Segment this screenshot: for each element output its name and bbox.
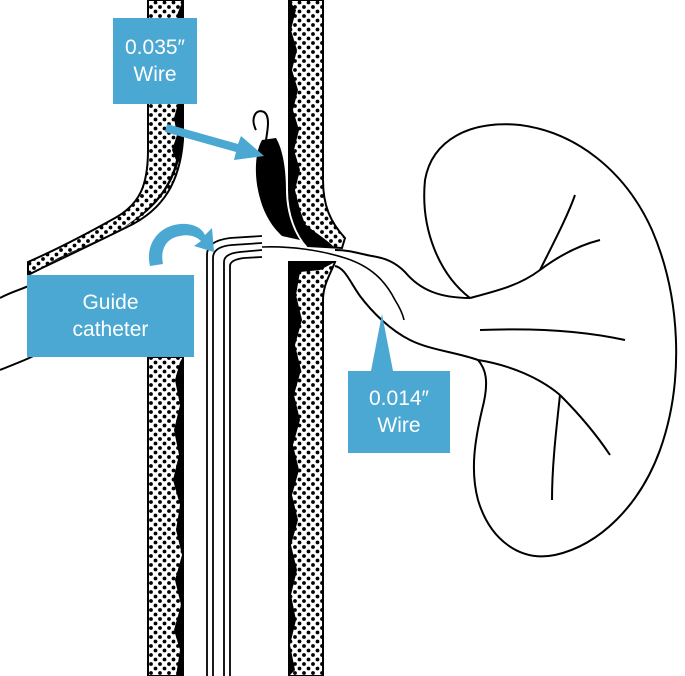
kidney-calyces [469, 194, 626, 501]
label-wire-035-size: 0.035″ [125, 36, 185, 59]
label-guide-catheter: Guide catheter [27, 275, 194, 357]
aorta-left-wall [27, 0, 184, 277]
thrombus-tip [252, 110, 269, 141]
label-wire-035: 0.035″ Wire [113, 18, 197, 104]
label-wire-014: 0.014″ Wire [348, 371, 450, 453]
plaque-right-lower [289, 262, 335, 676]
guide-catheter [206, 235, 263, 676]
kidney-outline [423, 123, 678, 558]
curved-rotation-arrow-icon [148, 223, 214, 266]
aorta-right-wall-lower [288, 261, 337, 676]
plaque-left-lower [173, 357, 183, 676]
upward-pointer-icon [371, 314, 393, 371]
label-wire-014-size: 0.014″ [369, 387, 429, 410]
aorta-left-wall-lower [147, 356, 184, 676]
renal-artery-upper [334, 249, 471, 299]
pointer-arrow-icon [165, 124, 264, 160]
label-guide-line1: Guide [82, 291, 139, 314]
thrombus [255, 138, 300, 240]
label-wire-035-text: Wire [133, 63, 177, 86]
wire-014 [261, 246, 405, 321]
label-guide-line2: catheter [72, 318, 149, 341]
label-wire-014-text: Wire [377, 414, 421, 437]
renal-artery-lower [334, 265, 479, 361]
